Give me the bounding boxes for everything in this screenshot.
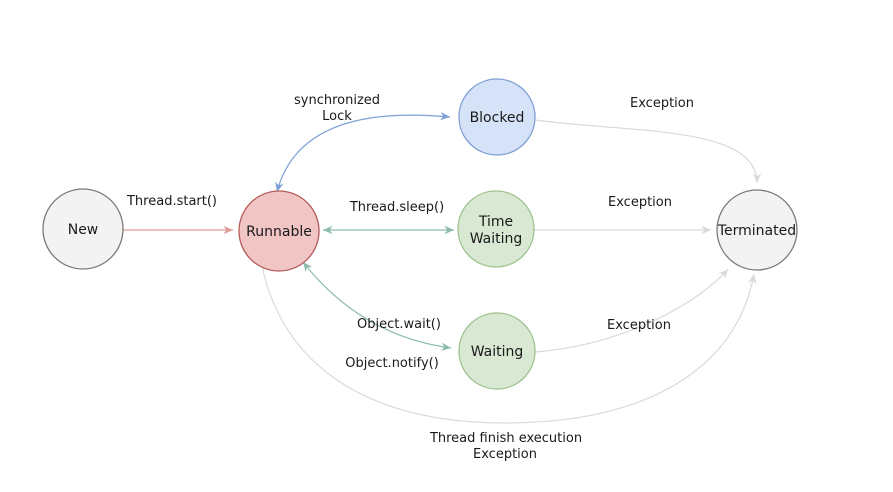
state-time-waiting-label-line1: Time — [478, 214, 513, 230]
label-object-notify: Object.notify() — [345, 356, 439, 371]
label-thread-sleep: Thread.sleep() — [349, 200, 444, 215]
state-terminated-label: Terminated — [717, 223, 796, 239]
state-waiting-label: Waiting — [471, 344, 524, 360]
label-thread-start: Thread.start() — [126, 194, 217, 209]
label-lock: Lock — [322, 109, 352, 124]
edge-exception-waiting — [534, 268, 729, 353]
edge-finish-execution — [261, 265, 757, 424]
state-waiting-circle — [458, 312, 536, 390]
edge-synchronized-lock — [275, 111, 451, 193]
edge-exception-blocked — [534, 119, 762, 184]
label-finish-line2: Exception — [473, 447, 537, 462]
state-runnable-circle — [238, 190, 320, 272]
label-finish-line1: Thread finish execution — [429, 431, 582, 446]
state-new-label: New — [68, 222, 99, 238]
state-blocked-label: Blocked — [470, 110, 525, 126]
label-exception-time-waiting: Exception — [608, 195, 672, 210]
label-object-wait: Object.wait() — [357, 317, 441, 332]
edge-object-wait-notify — [302, 261, 452, 351]
state-new-circle — [42, 188, 124, 270]
state-time-waiting-circle — [457, 190, 535, 268]
label-exception-blocked: Exception — [630, 96, 694, 111]
state-time-waiting-label-line2: Waiting — [470, 231, 523, 247]
label-exception-waiting: Exception — [607, 318, 671, 333]
label-synchronized: synchronized — [294, 93, 380, 108]
state-terminated-circle — [716, 189, 798, 271]
state-blocked-circle — [458, 78, 536, 156]
state-runnable-label: Runnable — [246, 224, 312, 240]
